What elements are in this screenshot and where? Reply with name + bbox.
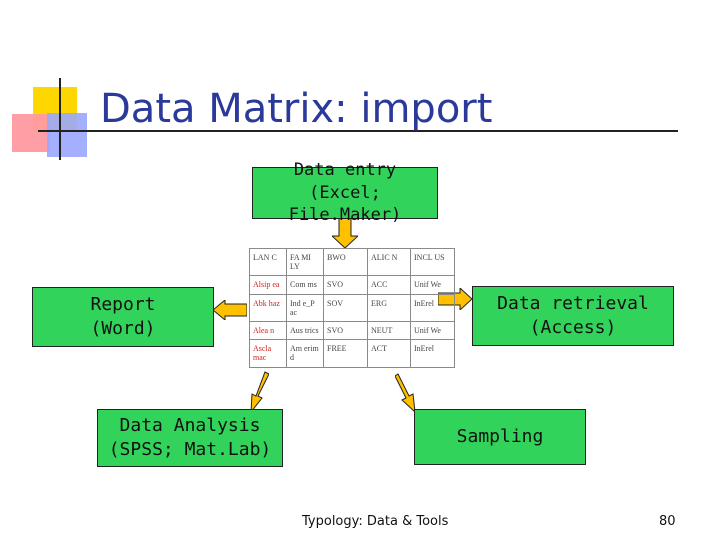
table-cell: InErel — [410, 293, 455, 322]
table-row: Alsip ea Com ms SVO ACC Unif We — [249, 275, 455, 295]
arrow-to-sampling — [395, 373, 416, 412]
title-decoration-red — [12, 114, 50, 152]
table-header-cell: BWO — [323, 247, 368, 277]
table-cell: Ind e_P ac — [286, 293, 324, 322]
table-cell: ACC — [367, 275, 411, 295]
table-cell: SOV — [323, 293, 368, 322]
data-matrix-table: LAN C FA MI LY BWO ALIC N INCL US Alsip … — [249, 247, 455, 368]
table-row-label: Ascla mac — [249, 339, 287, 368]
arrow-to-analysis — [250, 371, 269, 412]
table-header-cell: FA MI LY — [286, 247, 324, 277]
title-decoration-blue — [47, 113, 87, 157]
table-cell: FREE — [323, 339, 368, 368]
table-cell: SVO — [323, 275, 368, 295]
table-cell: NEUT — [367, 320, 411, 341]
data-analysis-box: Data Analysis (SPSS; Mat.Lab) — [97, 409, 283, 467]
page-number: 80 — [659, 514, 676, 529]
table-row: Alea n Aus trics SVO NEUT Unif We — [249, 320, 455, 341]
table-header-cell: LAN C — [249, 247, 287, 277]
sampling-box: Sampling — [414, 409, 586, 465]
footer-text: Typology: Data & Tools — [302, 514, 449, 529]
report-box: Report (Word) — [32, 287, 214, 347]
table-header-cell: INCL US — [410, 247, 455, 277]
table-cell: Unif We — [410, 320, 455, 341]
table-row-label: Abk haz — [249, 293, 287, 322]
table-cell: Aus trics — [286, 320, 324, 341]
arrow-entry-down — [332, 218, 358, 248]
table-row-label: Alea n — [249, 320, 287, 341]
title-horizontal-rule — [38, 130, 678, 132]
table-cell: SVO — [323, 320, 368, 341]
data-entry-box: Data entry (Excel; File.Maker) — [252, 160, 438, 225]
table-cell: Am erim d — [286, 339, 324, 368]
data-retrieval-box: Data retrieval (Access) — [472, 286, 674, 346]
table-cell: Com ms — [286, 275, 324, 295]
arrow-to-report — [213, 300, 247, 320]
title-vertical-rule — [59, 78, 61, 160]
table-header-row: LAN C FA MI LY BWO ALIC N INCL US — [249, 247, 455, 277]
table-cell: ACT — [367, 339, 411, 368]
slide-title: Data Matrix: import — [100, 86, 493, 132]
table-cell: Unif We — [410, 275, 455, 295]
table-row: Abk haz Ind e_P ac SOV ERG InErel — [249, 293, 455, 322]
table-row-label: Alsip ea — [249, 275, 287, 295]
table-header-cell: ALIC N — [367, 247, 411, 277]
table-cell: InErel — [410, 339, 455, 368]
table-row: Ascla mac Am erim d FREE ACT InErel — [249, 339, 455, 368]
table-cell: ERG — [367, 293, 411, 322]
